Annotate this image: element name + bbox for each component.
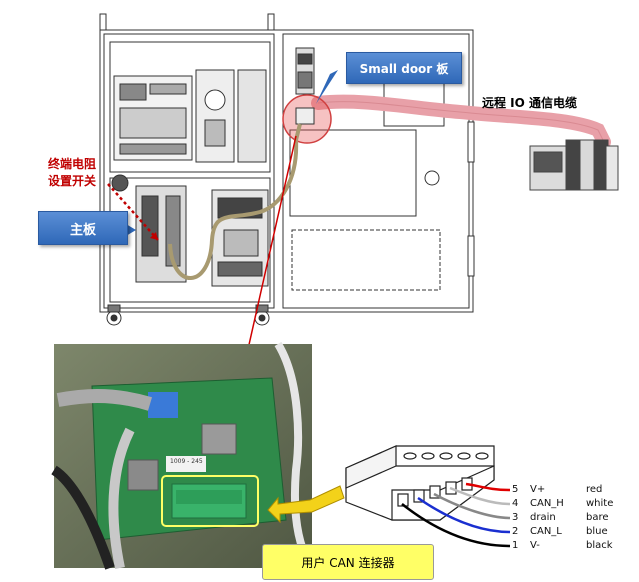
pin-wire-color: red [586, 484, 603, 495]
board-serial-label: 1009 - 245 [170, 458, 203, 465]
pin-signal: V+ [530, 484, 546, 495]
wire-blue [417, 496, 511, 534]
pinout-row: 5 V+ red [512, 483, 632, 497]
pin-number: 3 [512, 512, 519, 523]
pin-signal: CAN_H [530, 498, 564, 509]
wire-white [449, 486, 511, 506]
wire-bare [433, 492, 511, 520]
pin-signal: V- [530, 540, 540, 551]
can-connector-photo [161, 475, 259, 527]
terminator-pointer [107, 183, 159, 241]
pinout-row: 1 V-black [512, 539, 632, 553]
user-can-connector-label: 用户 CAN 连接器 [301, 555, 395, 570]
small-door-callout: Small door 板 [346, 52, 462, 84]
yellow-pointer-arrow [267, 485, 345, 524]
pin-signal: drain [530, 512, 556, 523]
main-board-callout: 主板 [38, 211, 128, 245]
terminator-switch-label: 终端电阻 设置开关 [48, 156, 96, 190]
terminal-block [345, 445, 495, 521]
remote-io-module [529, 139, 619, 191]
pin-wire-color: blue [586, 526, 608, 537]
pin-wire-color: bare [586, 512, 609, 523]
pinout-row: 4 CAN_H white [512, 497, 632, 511]
pinout-row: 3 drain bare [512, 511, 632, 525]
pinout-table: 5 V+ red 4 CAN_H white 3 drain bare 2 CAN_L blue 1 V-… [512, 483, 632, 553]
pin-signal: CAN_L [530, 526, 562, 537]
small-door-label: Small door 板 [359, 61, 449, 76]
user-can-connector-callout: 用户 CAN 连接器 [262, 544, 434, 580]
pin-wire-color: black [586, 540, 613, 551]
terminator-switch-line1: 终端电阻 [48, 157, 97, 171]
pin-wire-color: white [586, 498, 614, 509]
wires [401, 482, 511, 548]
remote-io-cable-label: 远程 IO 通信电缆 [482, 96, 578, 110]
pin-number: 4 [512, 498, 519, 509]
internal-can-cable [168, 123, 302, 280]
terminator-switch-line2: 设置开关 [48, 174, 97, 188]
wire-black [401, 503, 511, 548]
main-board-label: 主板 [69, 222, 96, 238]
board-photo [51, 341, 316, 571]
pin-number: 5 [512, 484, 519, 495]
wire-red [465, 482, 511, 492]
pin-number: 2 [512, 526, 519, 537]
pin-number: 1 [512, 540, 519, 551]
pinout-row: 2 CAN_L blue [512, 525, 632, 539]
